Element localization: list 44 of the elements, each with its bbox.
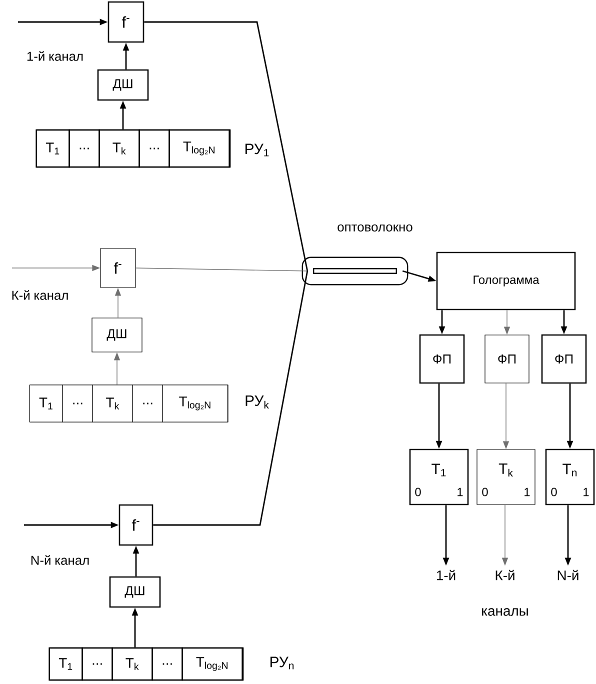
trigger-text: 1 [584,488,589,496]
register-cell: T$_{1}$ [48,647,83,681]
decoder-box: ДШ [97,69,149,101]
register-cell: ... [68,129,100,168]
register-cell: T$_{k}$ [92,384,133,422]
trigger-text: T$_{1}$ [432,464,446,476]
register-cell: T$_{log₂N}$ [182,647,243,681]
register-cell: T$_{1}$ [29,384,63,422]
trigger-text: T$_{k}$ [498,464,513,476]
modulator-box: f$^{-}$ [100,248,136,288]
register-label: РУ$_{1}$ [246,144,269,156]
trigger-text: 0 [551,488,557,496]
register-cell: T$_{k}$ [112,647,153,681]
fiber-label: оптоволокно [338,224,412,232]
trigger-text: 1 [524,488,530,496]
register-cell: ... [132,384,163,422]
trigger-text: T$_{n}$ [562,464,577,476]
photodetector-box: ФП [541,334,587,384]
register-cell: ... [152,647,183,681]
photodetector-box: ФП [419,334,465,384]
output-label: N-й [558,570,578,580]
register-cell: T$_{log₂N}$ [168,129,230,168]
register-cell: ... [138,129,170,168]
register-label: РУ$_{n}$ [270,656,294,670]
output-label: 1-й [436,570,456,580]
register-cell: T$_{1}$ [36,129,70,168]
register-cell: T$_{k}$ [98,129,140,168]
trigger-text: 1 [458,488,463,496]
photodetector-box: ФП [484,334,530,384]
trigger-text: 0 [415,488,421,496]
modulator-box: f$^{-}$ [108,1,144,43]
output-label: К-й [496,570,514,580]
caption-label: каналы [482,608,528,616]
register-cell: ... [82,647,113,681]
register-label: РУ$_{k}$ [246,396,269,408]
trigger-text: 0 [482,488,488,496]
edge-label: 1-й канал [27,51,83,61]
decoder-box: ДШ [92,318,142,352]
modulator-box: f$^{-}$ [118,504,154,546]
decoder-box: ДШ [109,576,161,608]
edge-label: N-й канал [31,555,89,565]
edge-label: К-й канал [12,290,68,300]
register-cell: ... [62,384,93,422]
hologram-box: Голограмма [436,252,576,310]
